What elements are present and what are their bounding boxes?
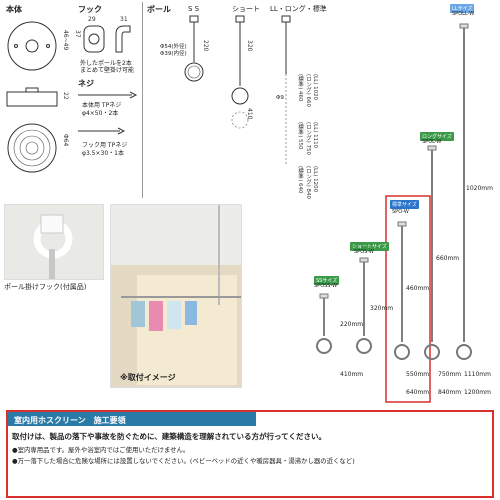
ll-size-badge: LLサイズ <box>450 4 475 13</box>
ll-total2: 1200mm <box>464 389 491 396</box>
hook-width1: 29 <box>88 16 96 23</box>
short-length2: 410 <box>246 108 253 120</box>
ll-values3: (LL) 1200 (ロング) 840 (標準) 640 <box>297 166 318 200</box>
pole-label: ボール <box>147 5 171 14</box>
ss-length: 220 <box>202 40 209 52</box>
hook-photo <box>4 204 104 280</box>
size-comparison-diagram <box>316 23 472 403</box>
std-len: 460mm <box>406 285 430 292</box>
hook-height: 37 <box>74 30 81 38</box>
main-side-dim: 22 <box>62 92 69 100</box>
ss-total: 410mm <box>340 371 364 378</box>
hook-photo-caption: ポール掛けフック(付属品) <box>4 283 87 291</box>
installation-note2: ●万一落下した場合に危険な場所には設置しないでください。(ベビーベッドの近くや暖… <box>12 457 355 465</box>
pole-ss-label: S S <box>188 5 200 13</box>
std-total2: 640mm <box>406 389 430 396</box>
long-total2: 840mm <box>438 389 462 396</box>
main-body-top-diagram <box>7 21 57 71</box>
main-diameter-dim: Φ64 <box>62 134 69 147</box>
install-photo <box>110 204 242 388</box>
screw1-icon <box>78 91 138 99</box>
hook-diagram <box>83 25 131 53</box>
ll-len: 1020mm <box>466 185 493 192</box>
ss-size-badge: SSサイズ <box>314 276 340 285</box>
pole-diagrams <box>184 15 291 164</box>
screw-label: ネジ <box>78 79 94 88</box>
pole-short-label: ショート <box>232 5 260 13</box>
short-length: 320 <box>246 40 253 52</box>
long-model: SPOL-W <box>422 139 442 145</box>
installation-main-text: 取付けは、製品の落下や事故を防ぐために、建築構造を理解されている方が行ってくださ… <box>12 432 326 441</box>
ss-phi-spec: Φ54(外径) Φ39(内径) <box>160 44 187 57</box>
hook-width2: 31 <box>120 16 128 23</box>
pole-long-label: LL・ロング・標準 <box>270 5 327 13</box>
std-size-badge: 標準サイズ <box>390 200 419 209</box>
main-body-bottom-diagram <box>7 123 57 173</box>
screw2-spec: フック用 TPネジ φ3.5×30・1本 <box>82 142 128 157</box>
hook-note: 外したポールを2本 まとめて壁掛け可能 <box>80 60 135 75</box>
main-height-dim: 46~49 <box>62 30 69 51</box>
main-body-label: 本体 <box>6 5 22 14</box>
ll-model: SPOLL-W <box>452 11 475 17</box>
short-model: SPOS-W <box>354 249 374 255</box>
long-size-badge: ロングサイズ <box>420 132 454 141</box>
main-body-side-diagram <box>6 87 58 107</box>
long-len: 660mm <box>436 255 460 262</box>
installation-title: 室内用ホスクリーン 施工要領 <box>8 412 256 426</box>
ll-values2: (LL) 1110 (ロング) 750 (標準) 550 <box>297 122 318 156</box>
std-total: 550mm <box>406 371 430 378</box>
divider-line <box>142 2 143 198</box>
hook-label: フック <box>78 5 102 14</box>
short-size-badge: ショートサイズ <box>350 242 389 251</box>
installation-notes-box: 室内用ホスクリーン 施工要領 取付けは、製品の落下や事故を防ぐために、建築構造を… <box>6 410 494 498</box>
install-photo-caption: ※取付イメージ <box>120 373 176 382</box>
ll-values: (LL) 1020 (ロング) 660 (標準) 460 <box>297 74 318 108</box>
phi9-label: Φ9 <box>276 95 284 101</box>
ll-total: 1110mm <box>464 371 491 378</box>
long-total: 750mm <box>438 371 462 378</box>
short-len: 320mm <box>370 305 394 312</box>
screw1-spec: 本体用 TPネジ φ4×50・2本 <box>82 102 122 117</box>
std-model: SPO-W <box>392 209 409 215</box>
ss-len: 220mm <box>340 321 364 328</box>
ss-model: SPOSS-W <box>314 283 338 289</box>
installation-note1: ●室内専用品です。屋外や浴室内ではご使用いただけません。 <box>12 446 190 454</box>
screw2-icon <box>78 127 126 135</box>
